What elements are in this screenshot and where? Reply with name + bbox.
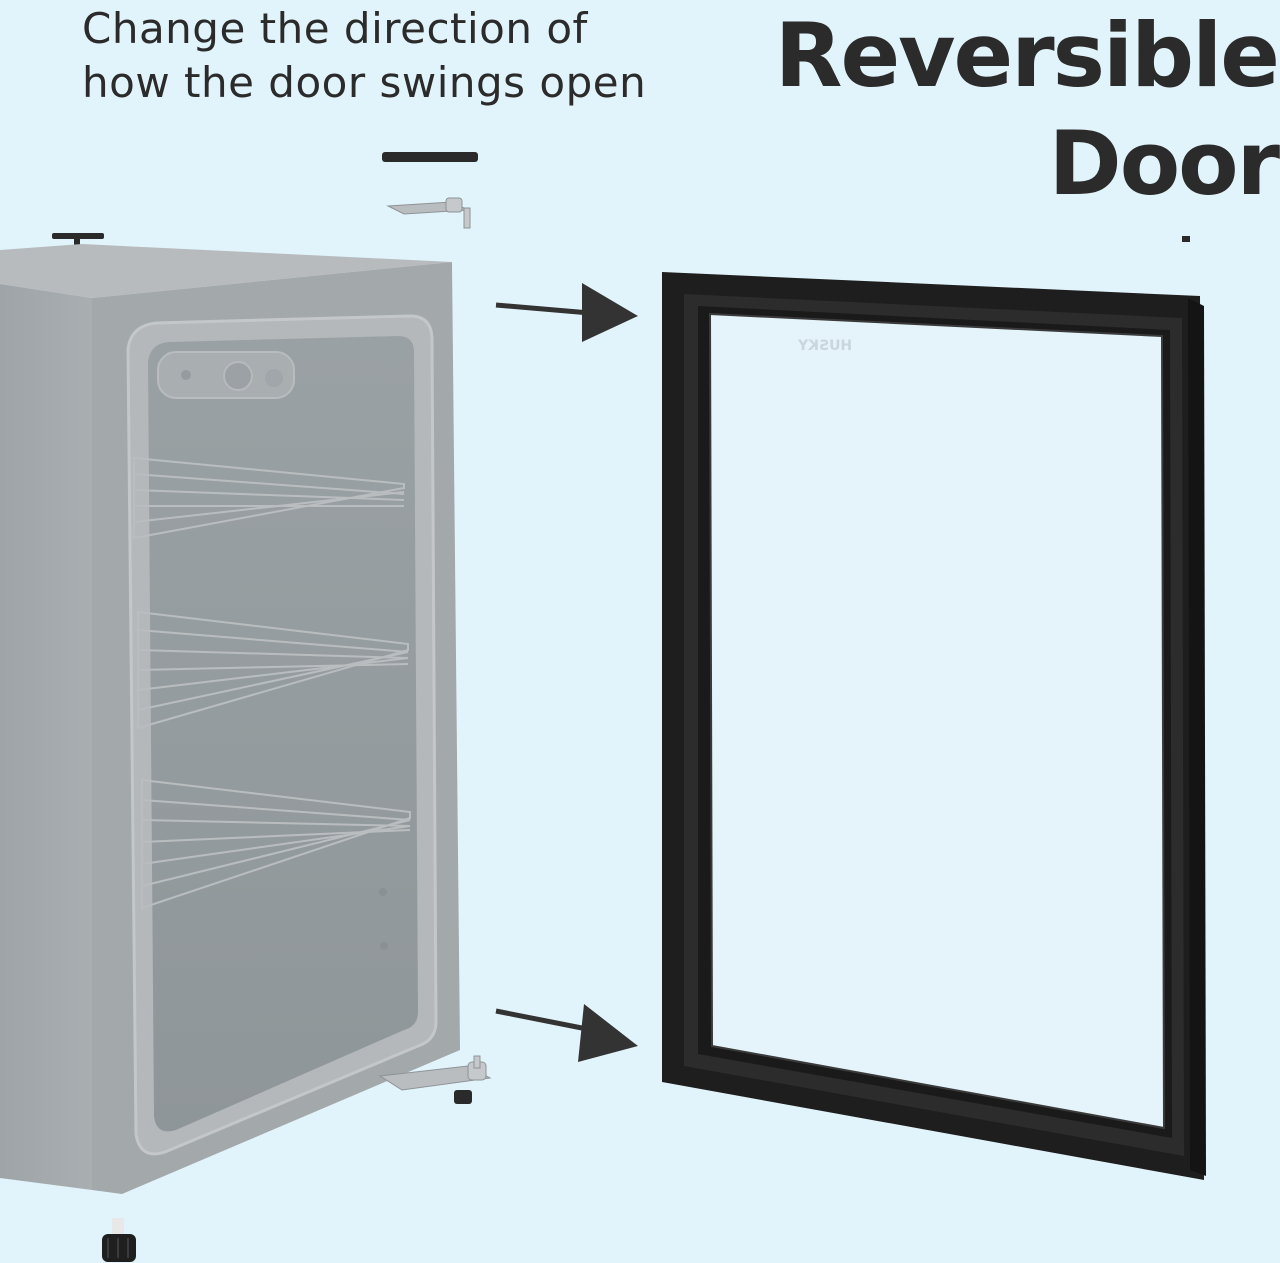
- glass-door: HUSKY: [662, 272, 1206, 1180]
- headline-line-2: Door: [1048, 112, 1280, 215]
- svg-text:HUSKY: HUSKY: [797, 338, 852, 354]
- headline-line-1: Reversible: [774, 4, 1280, 107]
- fridge-cabinet: [0, 233, 460, 1194]
- subtitle: Change the direction of how the door swi…: [82, 2, 646, 110]
- bottom-hinge-bracket: [378, 1055, 492, 1104]
- arrow-right-icon: [495, 283, 638, 342]
- top-hinge-cover: [382, 152, 478, 162]
- top-hinge-bracket: [386, 197, 471, 229]
- headline: Reversible Door: [678, 2, 1280, 218]
- arrow-right-icon: [495, 1004, 638, 1062]
- leveling-foot: [102, 1218, 136, 1262]
- subtitle-line-2: how the door swings open: [82, 58, 647, 107]
- subtitle-line-1: Change the direction of: [82, 4, 588, 53]
